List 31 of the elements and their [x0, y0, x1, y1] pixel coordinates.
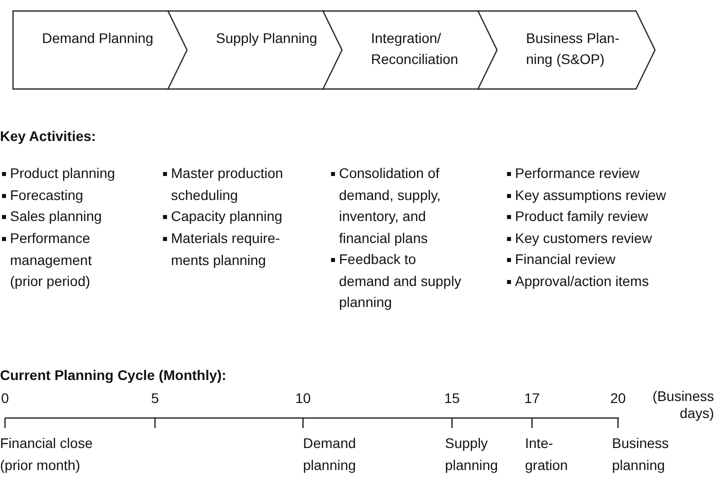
activity-item: Key customers review [515, 229, 653, 248]
activity-item: Feedback to demand and supply planning [339, 250, 462, 312]
step-title: Business Plan- ning (S&OP) [526, 29, 620, 69]
step-title: Integration/ Reconciliation [371, 29, 460, 69]
section-heading: Key Activities: [0, 127, 97, 146]
activity-item: Performance review [515, 164, 640, 183]
milestone-label: Financial close (prior month) [0, 434, 94, 475]
milestone-label: Demand planning [303, 434, 357, 475]
activity-item: Product planning [10, 164, 116, 183]
milestone-label: Supply planning [445, 434, 499, 475]
section-heading: Current Planning Cycle (Monthly): [0, 366, 228, 385]
activity-item: Forecasting [10, 186, 84, 205]
activity-item: Key assumptions review [515, 186, 667, 205]
activity-item: Financial review [515, 250, 616, 269]
tick-value: 15 [443, 389, 461, 408]
activity-item: Product family review [515, 207, 650, 226]
activity-item: Capacity planning [171, 207, 284, 226]
activity-item: Sales planning [10, 207, 103, 226]
tick-value: 5 [150, 389, 160, 408]
activity-item: Approval/action items [515, 272, 650, 291]
milestone-label: Inte- gration [525, 434, 569, 475]
axis-unit: (Business days) [652, 388, 714, 422]
milestone-label: Business planning [612, 434, 670, 475]
tick-value: 17 [523, 389, 541, 408]
activity-item: Performance management (prior period) [10, 229, 93, 291]
activity-item: Consolidation of demand, supply, inventory, and financial plans [339, 164, 442, 248]
tick-value: 20 [609, 389, 627, 408]
tick-value: 0 [0, 389, 10, 408]
activity-item: Materials require- ments planning [171, 229, 281, 270]
activity-item: Master production scheduling [171, 164, 284, 205]
tick-value: 10 [294, 389, 312, 408]
